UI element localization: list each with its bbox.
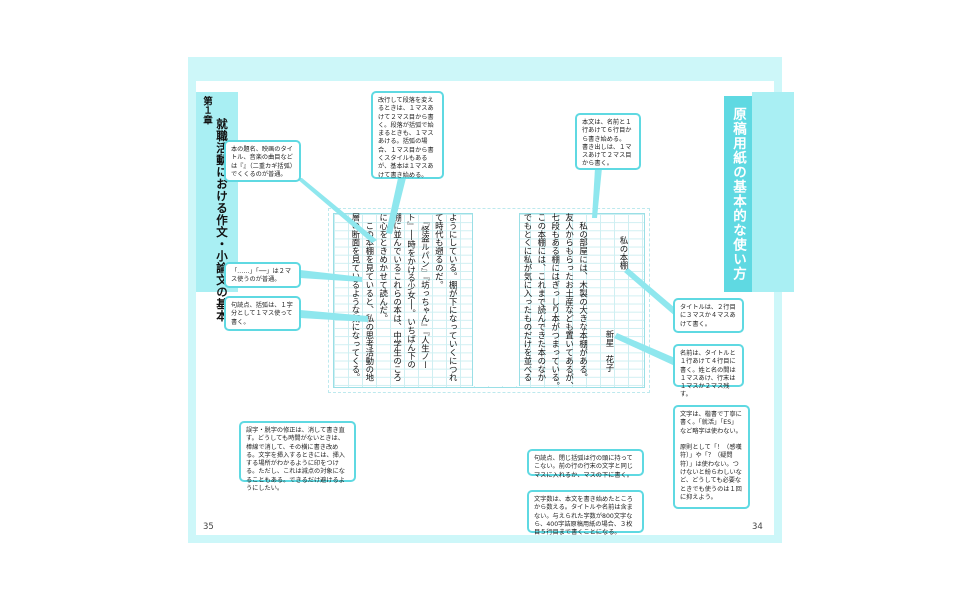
manuscript-line: この本棚には、これまで読んできた本のなか bbox=[536, 213, 547, 382]
callout-dash-ellipsis: 「……」「──」は２マス使うのが普通。 bbox=[224, 262, 301, 288]
manuscript-line: て時代も遡るのだ。 bbox=[434, 213, 445, 289]
callout-writing-style: 文字は、楷書で丁寧に書く。「就活」「ES」など略字は使わない。 原則として「！（… bbox=[673, 405, 750, 509]
callout-title-position: タイトルは、２行目に３マスか４マスあけて書く。 bbox=[673, 298, 744, 333]
callout-corrections: 誤字・脱字の修正は、消して書き直す。どうしても時間がないときは、棒線で消して、そ… bbox=[239, 421, 356, 492]
callout-line-end-punctuation: 句読点、閉じ括弧は行の頭に持ってこない。前の行の行末の文字と同じマスに入れるか、… bbox=[527, 449, 644, 479]
manuscript-line: 『怪盗ルパン』『坊っちゃん』『人生ノー bbox=[420, 213, 431, 370]
section-band bbox=[752, 92, 794, 292]
callout-name-position: 名前は、タイトルと１行あけて４行目に書く。姓と名の間は１マスあけ、行末は１マスか… bbox=[673, 344, 744, 398]
manuscript-line: この本棚を見ていると、私の思考活動の地 bbox=[364, 213, 375, 382]
manuscript-line: 層の断面を見ているような気になってくる。 bbox=[350, 213, 361, 382]
manuscript-right-body: 私の部屋には、木製の大きな本棚がある。 友人からもらったお土産なども置いてあるが… bbox=[520, 213, 590, 390]
manuscript-binding-gutter bbox=[472, 213, 520, 386]
manuscript-line: ト』──時をかける少女──。いちばん下の bbox=[406, 213, 417, 369]
callout-body-start: 本文は、名前と１行あけて６行目から書き始める。 書き出しは、１マスあけて２マス目… bbox=[575, 113, 641, 170]
manuscript-line: でもとくに私が気に入ったものだけを並べる bbox=[522, 213, 533, 382]
chapter-band bbox=[196, 92, 238, 292]
chapter-label: 第１章 bbox=[201, 96, 212, 125]
manuscript-left-body: ようにしている。棚が下になっていくにつれ て時代も遡るのだ。 『怪盗ルパン』『坊… bbox=[348, 213, 459, 382]
manuscript-line: 七段もある棚にはぎっしり本がつまっている。 bbox=[550, 213, 561, 391]
manuscript-title: 私の本棚 bbox=[618, 236, 629, 270]
section-title: 原稿用紙の基本的な使い方 bbox=[724, 96, 752, 292]
manuscript-line: 私の部屋には、木製の大きな本棚がある。 bbox=[578, 213, 589, 382]
callout-title-quotes: 本の題名、映画のタイトル、音楽の曲目などは『』（二重カギ括弧）でくくるのが普通。 bbox=[224, 140, 301, 182]
manuscript-line: ようにしている。棚が下になっていくにつれ bbox=[448, 213, 459, 382]
callout-character-count: 文字数は、本文を書き始めたところから数える。タイトルや名前は含まない。与えられた… bbox=[527, 490, 644, 536]
manuscript-line: に心をときめかせて読んだ。 bbox=[378, 213, 389, 323]
callout-paragraph-indent: 改行して段落を変えるときは、１マスあけて２マス目から書く。段落が括弧で始まるとき… bbox=[371, 91, 444, 179]
manuscript-line: 友人からもらったお土産なども置いてあるが、 bbox=[564, 213, 575, 391]
page-number-left: 35 bbox=[203, 522, 214, 532]
page-number-right: 34 bbox=[752, 522, 763, 532]
manuscript-author: 新星 花子 bbox=[604, 330, 615, 373]
callout-punctuation-single: 句読点、括弧は、１字分として１マス使って書く。 bbox=[224, 296, 301, 331]
manuscript-line: 棚に並んでいるこれらの本は、中学生のころ bbox=[392, 213, 403, 382]
